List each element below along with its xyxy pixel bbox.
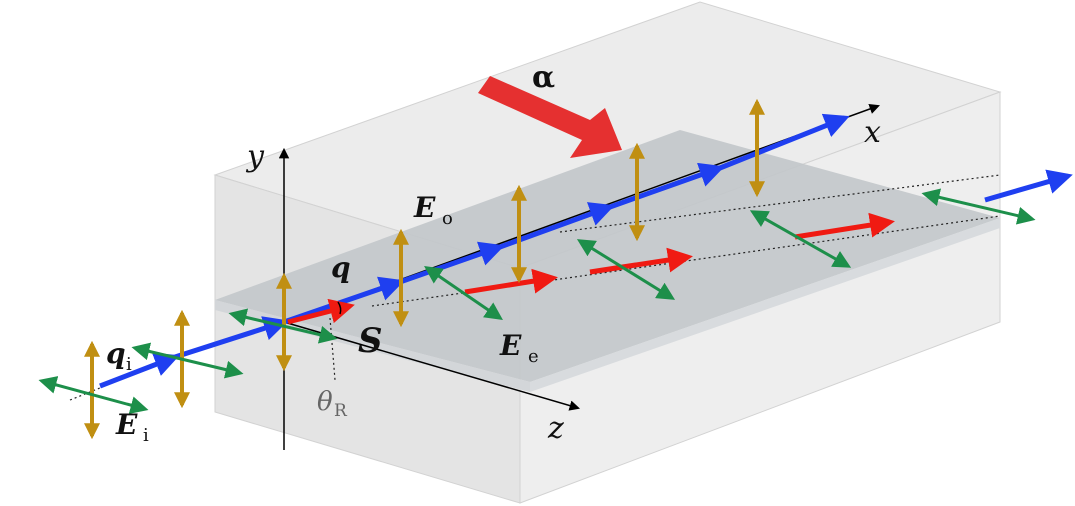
- label-z: z: [547, 411, 564, 446]
- label-q: q: [331, 251, 351, 284]
- theta-angle-marker: [337, 301, 342, 315]
- label-theta-R-sub: R: [334, 401, 348, 421]
- ordinary-ray-seg-4: [399, 241, 505, 285]
- label-E-o-sub: o: [442, 208, 453, 229]
- plane-side-edge: [530, 218, 1000, 392]
- label-theta-R: θ: [317, 387, 333, 417]
- pol-e-3: [228, 308, 338, 344]
- label-q-i: q: [106, 337, 126, 370]
- label-E-e: E: [499, 329, 522, 362]
- pol-e-1: [38, 376, 149, 414]
- label-E-i: E: [115, 408, 138, 441]
- ordinary-ray-seg-6: [609, 162, 725, 210]
- label-y: y: [245, 139, 265, 174]
- label-S: S: [358, 321, 383, 361]
- pol-e-5: [576, 239, 676, 300]
- label-q-i-sub: i: [126, 354, 132, 375]
- label-E-i-sub: i: [143, 425, 149, 446]
- ordinary-dotted-line: [559, 174, 1001, 233]
- optic-axis-arrow: [478, 76, 622, 158]
- pol-e-6: [749, 210, 852, 268]
- pol-e-2: [131, 342, 244, 379]
- label-x: x: [864, 115, 881, 150]
- label-E-o: E: [413, 191, 436, 224]
- pol-e-4: [424, 265, 503, 321]
- labels: q q i E i E o E e S θ R: [106, 191, 539, 446]
- extraordinary-polarization: [38, 188, 1036, 414]
- label-E-e-sub: e: [528, 346, 539, 367]
- pol-e-7: [921, 188, 1036, 225]
- ordinary-ray-seg-7: [719, 113, 850, 171]
- label-alpha: α: [532, 60, 555, 95]
